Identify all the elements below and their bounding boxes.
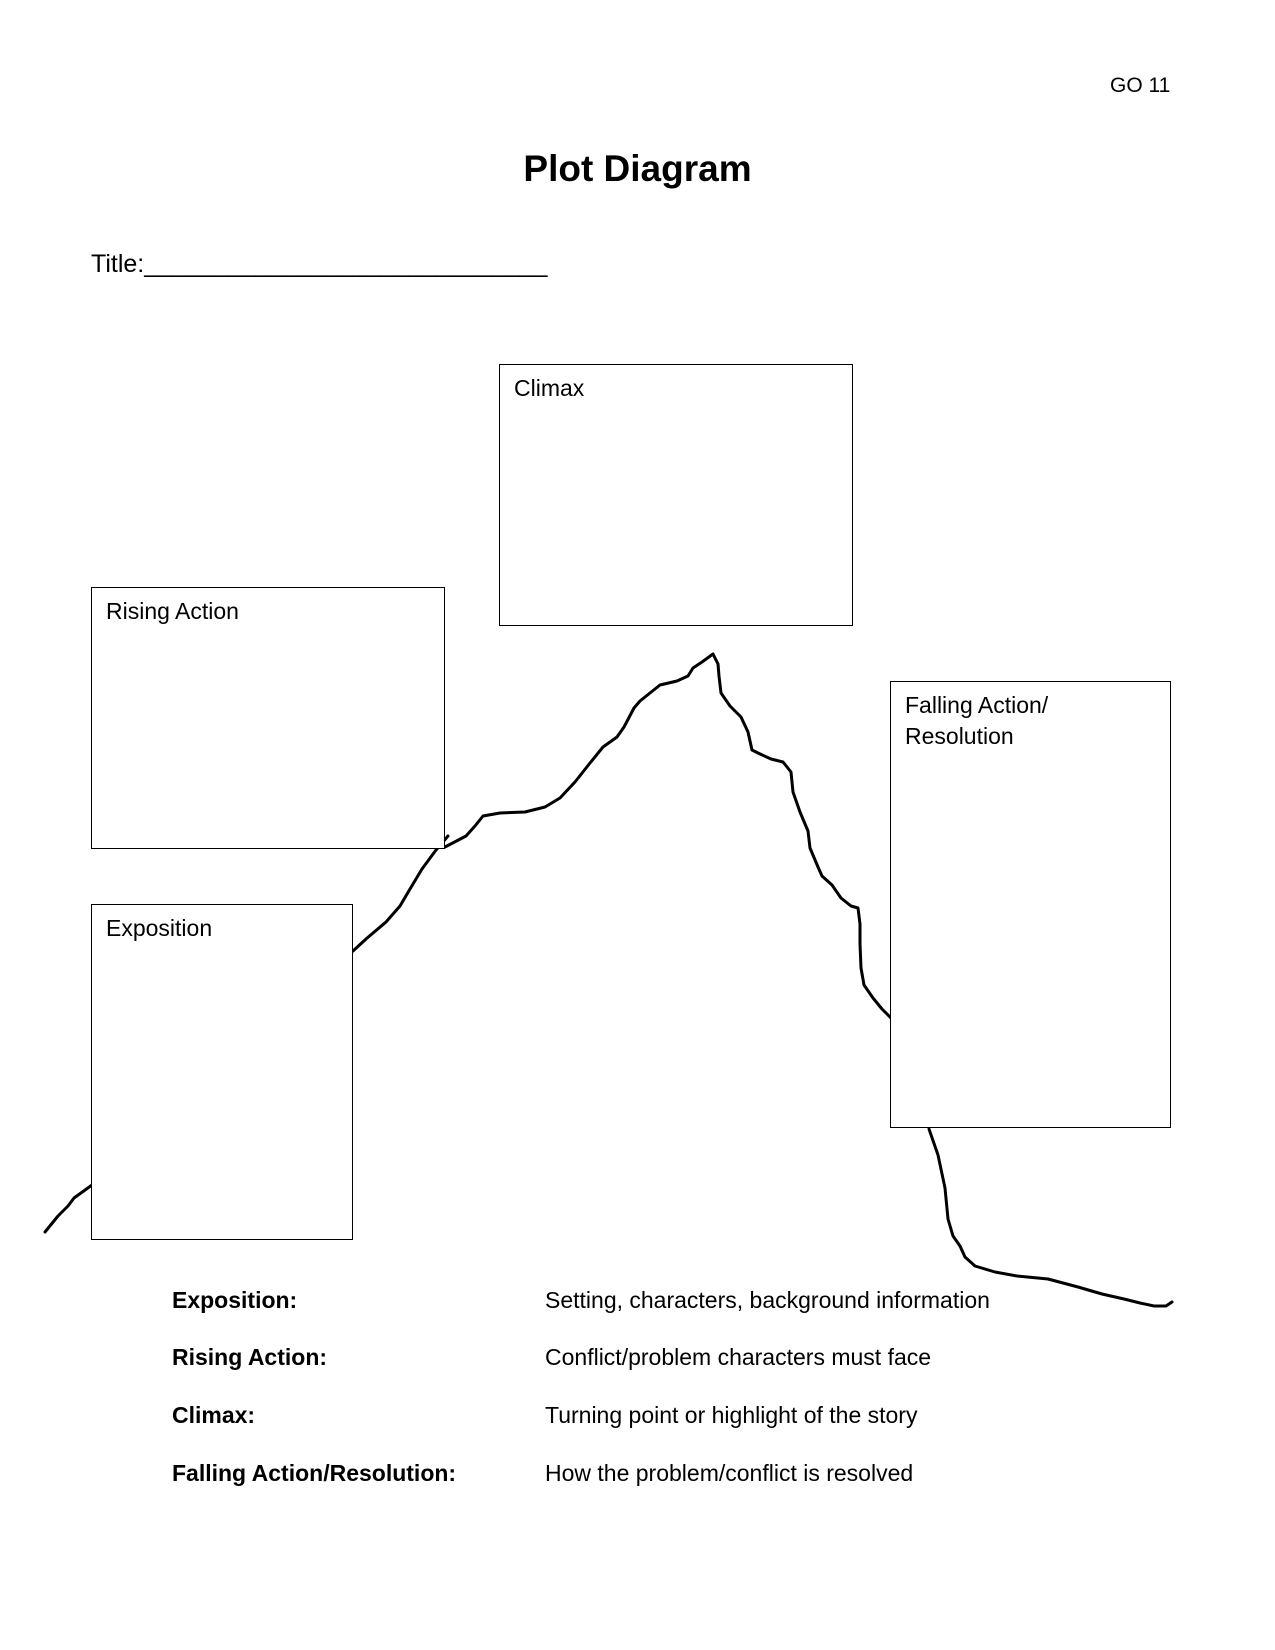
legend-definition: Setting, characters, background informat… bbox=[545, 1287, 990, 1313]
falling-action-box: Falling Action/ Resolution bbox=[890, 681, 1171, 1128]
rising-action-box: Rising Action bbox=[91, 587, 445, 849]
climax-box: Climax bbox=[499, 364, 853, 626]
title-field: Title:_____________________________ bbox=[91, 250, 548, 278]
rising-action-box-label: Rising Action bbox=[106, 598, 239, 624]
page-title: Plot Diagram bbox=[523, 148, 752, 189]
climax-box-label: Climax bbox=[514, 375, 585, 401]
falling-action-box-label: Falling Action/ Resolution bbox=[905, 692, 1049, 749]
legend-term: Rising Action: bbox=[172, 1344, 328, 1370]
legend-term: Climax: bbox=[172, 1402, 256, 1428]
legend-definition: Conflict/problem characters must face bbox=[545, 1344, 932, 1370]
legend-definition: Turning point or highlight of the story bbox=[545, 1402, 918, 1428]
page-code: GO 11 bbox=[1110, 74, 1171, 97]
legend-term: Exposition: bbox=[172, 1287, 298, 1313]
legend-definition: How the problem/conflict is resolved bbox=[545, 1460, 914, 1486]
legend-term: Falling Action/Resolution: bbox=[172, 1460, 457, 1486]
exposition-box: Exposition bbox=[91, 904, 353, 1240]
plot-arc-line bbox=[43, 652, 1174, 1308]
exposition-box-label: Exposition bbox=[106, 915, 213, 941]
